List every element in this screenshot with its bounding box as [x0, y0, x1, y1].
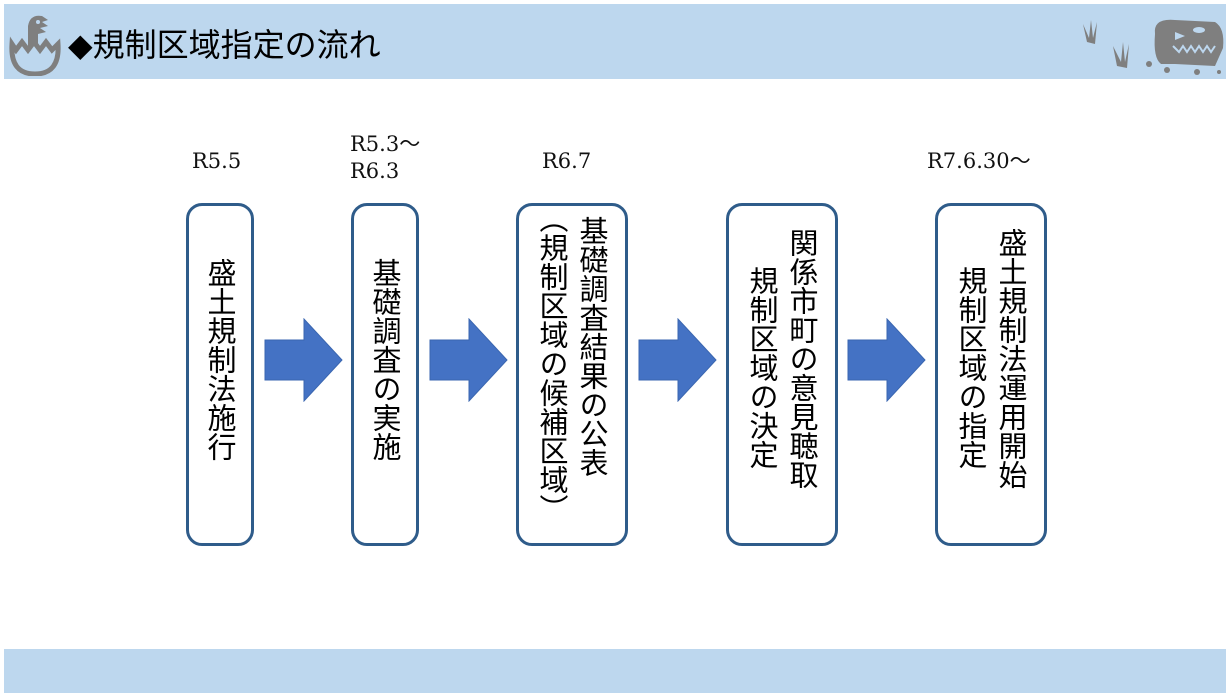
footer-band	[4, 649, 1226, 693]
step-3-label-line-2: （規制区域の候補区域）	[535, 204, 569, 523]
step-2-label: 基礎調査の実施	[368, 258, 402, 461]
step-5-date: R7.6.30～	[927, 149, 1031, 173]
step-3-label-line-1: 基礎調査結果の公表	[575, 216, 609, 477]
step-2-box: 基礎調査の実施	[351, 203, 419, 546]
hatching-dinosaur-egg-icon	[9, 15, 61, 76]
step-1-box: 盛土規制法施行	[186, 203, 254, 546]
step-5-box: 盛土規制法運用開始 規制区域の指定	[935, 203, 1047, 546]
header-band	[4, 4, 1226, 79]
step-3-date: R6.7	[542, 149, 592, 173]
step-3-box: 基礎調査結果の公表 （規制区域の候補区域）	[516, 203, 628, 546]
arrow-right-icon	[847, 318, 926, 402]
step-1-label: 盛土規制法施行	[203, 258, 237, 461]
step-1-date: R5.5	[192, 149, 242, 173]
step-5-label-line-1: 盛土規制法運用開始	[994, 228, 1028, 489]
step-4-label-line-1: 関係市町の意見聴取	[785, 228, 819, 489]
step-5-label-line-2: 規制区域の指定	[954, 266, 988, 469]
step-4-label-line-2: 規制区域の決定	[745, 266, 779, 469]
arrow-right-icon	[264, 318, 343, 402]
arrow-right-icon	[638, 318, 717, 402]
arrow-right-icon	[429, 318, 508, 402]
step-2-date-line: R5.3～	[350, 132, 421, 156]
step-4-box: 関係市町の意見聴取 規制区域の決定	[726, 203, 838, 546]
step-2-date: R5.3～ R6.3	[350, 131, 420, 185]
dinosaur-footprints-skull-icon	[1083, 19, 1224, 75]
step-2-date-line: R6.3	[350, 159, 400, 183]
page-title: ◆規制区域指定の流れ	[68, 26, 381, 64]
